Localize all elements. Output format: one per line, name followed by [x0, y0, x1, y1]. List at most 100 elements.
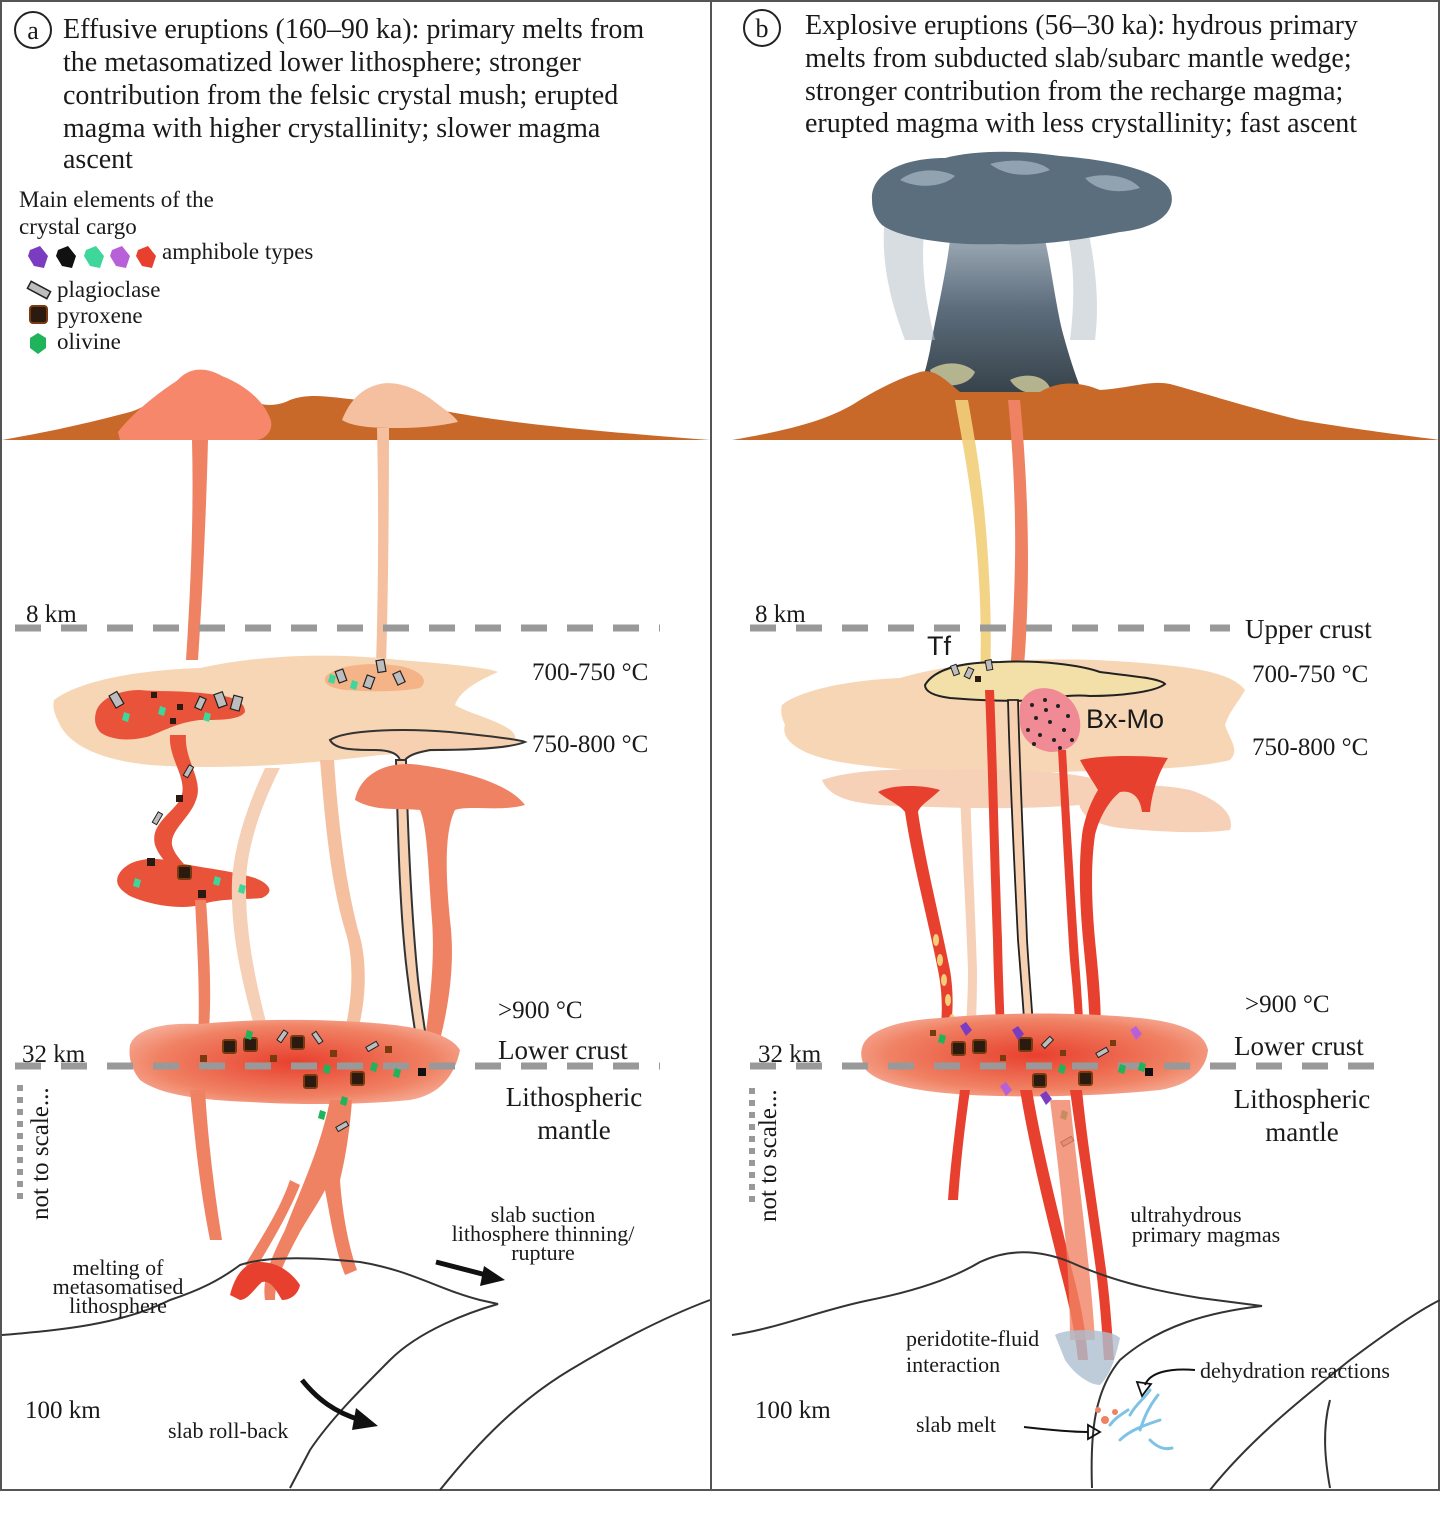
panel-a-root-fingers: [230, 1262, 300, 1300]
panel-a-title-line-3: contribution from the felsic crystal mus…: [63, 80, 618, 111]
panel-b-lithosphere-base: [731, 1251, 1263, 1489]
panel-b-peridotite-1: peridotite-fluid: [906, 1326, 1039, 1351]
panel-b-upper-crust: Upper crust: [1245, 614, 1372, 644]
slab-rollback-arrow: [300, 1378, 378, 1430]
amphibole-swatch-black: [56, 246, 76, 268]
panel-a-depth-32: 32 km: [22, 1041, 86, 1068]
legend-amphibole-label: amphibole types: [162, 239, 313, 264]
panel-b-crystals: [930, 658, 1153, 1148]
panel-a-upper-magma-pocket: [95, 690, 245, 740]
panel-b-title-line-4: erupted magma with less crystallinity; f…: [805, 108, 1357, 139]
figure-frame: [0, 0, 1440, 1491]
panel-b-tf-label: Tf: [927, 631, 951, 661]
legend-heading-line-2: crystal cargo: [19, 214, 137, 239]
panel-b-lower-crust: Lower crust: [1234, 1031, 1364, 1061]
panel-a-mushroom-magma: [355, 764, 525, 1040]
legend-heading-line-1: Main elements of the: [19, 187, 214, 212]
amphibole-swatches: [28, 246, 156, 268]
crystal-cargo-legend: Main elements of the crystal cargo amphi…: [19, 187, 313, 354]
panel-a-melting-3: lithosphere: [69, 1293, 167, 1318]
panel-b-slab-lower: [1209, 1299, 1440, 1491]
panel-b-letter: b: [756, 14, 769, 43]
panel-b-red-dikes: [878, 690, 1084, 1050]
panel-a-lava-dome-left: [118, 369, 272, 440]
panel-b-temp-700: 700-750 °C: [1252, 661, 1368, 688]
panel-a-slab-lower: [439, 1299, 711, 1491]
panel-a-crystals: [108, 658, 426, 1133]
panel-b-crust-profile: [732, 371, 1440, 440]
panel-a: a Effusive eruptions (160–90 ka): primar…: [1, 11, 711, 1491]
panel-b-ultrahydrous-2: primary magmas: [1132, 1222, 1280, 1247]
ash-cloud-highlights: [900, 160, 1140, 192]
amphibole-swatch-green: [84, 246, 104, 268]
panel-a-lithosphere-base: [1, 1257, 499, 1489]
panel-a-dike-pale-1: [231, 768, 280, 1030]
panel-b-depth-8: 8 km: [755, 601, 806, 628]
panel-a-melting-2: metasomatised: [53, 1274, 184, 1299]
panel-b-dehydration: dehydration reactions: [1200, 1358, 1390, 1383]
panel-b-lower-mush: [822, 769, 1231, 833]
panel-b-title-line-2: melts from subducted slab/subarc mantle …: [805, 43, 1352, 74]
legend-pyroxene-label: pyroxene: [57, 303, 143, 328]
olivine-swatch: [30, 333, 46, 354]
panel-b-peridotite-2: interaction: [906, 1352, 1000, 1377]
panel-a-letter: a: [27, 16, 39, 45]
panel-a-mid-magma-pocket: [117, 858, 270, 907]
panel-b-letter-circle: [743, 9, 781, 47]
panel-b: b Explosive eruptions (56–30 ka): hydrou…: [731, 9, 1440, 1491]
panel-a-depth-8: 8 km: [26, 601, 77, 628]
panel-a-melting-1: melting of: [72, 1255, 164, 1280]
panel-b-bxmo-label: Bx-Mo: [1086, 704, 1164, 734]
panel-b-bxmo-dots: [1026, 698, 1074, 750]
panel-a-slab-rollback: slab roll-back: [168, 1418, 288, 1443]
panel-b-not-to-scale: not to scale...: [755, 1089, 782, 1222]
panel-b-title-line-3: stronger contribution from the recharge …: [805, 76, 1343, 107]
panel-a-lava-dome-right: [342, 383, 458, 428]
panel-b-slab-melt-drops: [1095, 1407, 1118, 1424]
panel-b-title-line-1: Explosive eruptions (56–30 ka): hydrous …: [805, 10, 1358, 41]
panel-b-fluid-veins: [1108, 1388, 1174, 1451]
panel-b-ultrahydrous-1: ultrahydrous: [1130, 1202, 1241, 1227]
panel-a-temp-750: 750-800 °C: [532, 731, 648, 758]
panel-b-slab-melt: slab melt: [916, 1412, 996, 1437]
legend-plagioclase-label: plagioclase: [57, 277, 160, 302]
amphibole-swatch-lilac: [110, 246, 130, 268]
panel-a-slab-suction-2: lithosphere thinning/: [452, 1221, 636, 1246]
plagioclase-swatch: [26, 280, 52, 300]
panel-a-title-line-4: magma with higher crystallinity; slower …: [63, 113, 601, 144]
panel-a-sill: [328, 729, 528, 761]
legend-olivine-label: olivine: [57, 329, 121, 354]
panel-b-litho-line-2: mantle: [1265, 1117, 1338, 1147]
panel-a-lower-crust: Lower crust: [498, 1035, 628, 1065]
panel-a-conduit-salmon: [186, 440, 208, 660]
panel-b-litho-line-1: Lithospheric: [1234, 1084, 1370, 1114]
panel-a-title-line-1: Effusive eruptions (160–90 ka): primary …: [63, 14, 644, 45]
panel-a-title-line-5: ascent: [63, 144, 133, 175]
panel-b-deep-salmon: [1050, 1100, 1095, 1340]
panel-b-depth-32: 32 km: [758, 1041, 822, 1068]
panel-b-temp-750: 750-800 °C: [1252, 734, 1368, 761]
amphibole-swatch-red: [136, 246, 156, 268]
panel-a-temp-900: >900 °C: [498, 997, 583, 1024]
panel-a-litho-line-2: mantle: [537, 1115, 610, 1145]
panel-a-dike-descending: [195, 900, 211, 1040]
panel-a-litho-line-1: Lithospheric: [506, 1082, 642, 1112]
panel-a-lower-reservoir: [129, 1019, 460, 1105]
panel-b-pale-dikes: [960, 790, 977, 1040]
ash-column-glow: [930, 363, 1050, 394]
panel-b-slab-interior: [1324, 1399, 1331, 1489]
panel-a-lower-roots: [190, 1090, 357, 1300]
panel-a-title-line-2: the metasomatized lower lithosphere; str…: [63, 47, 582, 78]
panel-b-depth-100: 100 km: [755, 1397, 831, 1424]
panel-b-conduit-yellow: [955, 400, 991, 680]
panel-a-conduit-peach: [376, 428, 389, 665]
dehydration-pointer: [1135, 1368, 1196, 1398]
panel-a-dike-pale-2: [320, 760, 365, 1030]
panel-a-slab-suction-3: rupture: [511, 1240, 575, 1265]
panel-b-tf-sill: [923, 660, 1167, 702]
panel-a-letter-circle: [14, 11, 52, 49]
panel-b-temp-900: >900 °C: [1245, 991, 1330, 1018]
eruption-column: [871, 151, 1172, 410]
panel-a-not-to-scale: not to scale...: [27, 1087, 54, 1220]
